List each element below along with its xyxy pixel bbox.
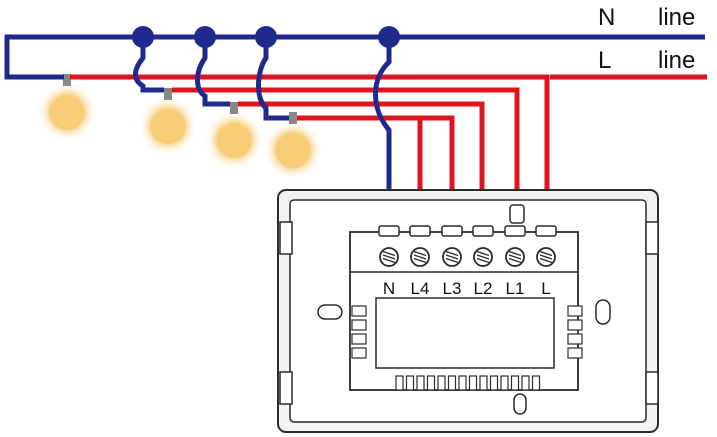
screw-thread [445, 254, 459, 260]
terminal-l: L [535, 225, 557, 298]
terminal-clamp [535, 225, 557, 237]
terminal-label: N [383, 279, 395, 298]
vent-slot [426, 375, 436, 391]
terminal-clamp [472, 225, 494, 237]
vent-slot [395, 375, 404, 391]
screw-thread [413, 254, 427, 260]
neutral-drop-bulb2 [133, 37, 164, 93]
live-wires [70, 74, 707, 228]
screw-thread [539, 257, 553, 264]
n-line-label: line [658, 4, 695, 31]
vent-slot [437, 375, 446, 391]
light-bulb-icon [204, 102, 264, 170]
vent-slot [489, 375, 499, 391]
screw-thread [508, 250, 522, 257]
screw-thread [445, 250, 459, 257]
terminal-label: L4 [411, 279, 430, 298]
screw-thread [382, 257, 396, 264]
l-label: L [598, 47, 611, 74]
vent-slot [405, 375, 415, 391]
junction-dot [194, 26, 216, 48]
neutral-drop-bulb4 [256, 37, 289, 121]
junctions [132, 26, 400, 48]
terminal-label: L2 [474, 279, 493, 298]
light-bulb-icon [37, 74, 97, 142]
screw-thread [445, 257, 459, 264]
screw-thread [413, 250, 427, 257]
terminal-clamp [441, 225, 463, 237]
screw-thread [382, 250, 396, 257]
live-wire-main [70, 74, 550, 228]
terminal-l3: L3 [441, 225, 463, 298]
n-label: N [598, 4, 615, 31]
screw-thread [508, 257, 522, 264]
vent-slot [458, 375, 467, 391]
neutral-drop-bulb1 [4, 35, 64, 80]
terminal-label: L3 [443, 279, 462, 298]
light-bulb-icon [263, 112, 323, 180]
screw-thread [539, 254, 553, 260]
switch-device [277, 189, 659, 433]
live-wire-bulb1 [172, 87, 520, 228]
terminal-clamp [504, 225, 526, 237]
junction-dot [132, 26, 154, 48]
junction-dot [255, 26, 277, 48]
vent-slot [531, 375, 541, 391]
live-wire-bulb2 [238, 101, 485, 228]
terminal-label: L1 [506, 279, 525, 298]
screw-thread [476, 254, 490, 260]
vent-slot [447, 375, 457, 391]
screw-thread [382, 254, 396, 260]
vent-slot [510, 375, 520, 391]
vent-slot [416, 375, 425, 391]
vent-slot [521, 375, 530, 391]
bulbs [37, 74, 323, 180]
terminal-clamp [378, 225, 400, 237]
screw-thread [476, 257, 490, 264]
vent-slot [479, 375, 488, 391]
neutral-drop-switch [373, 37, 392, 228]
neutral-drop-bulb3 [195, 37, 230, 107]
terminal-label: L [541, 279, 550, 298]
terminal-l4: L4 [409, 225, 431, 298]
terminal-clamp [409, 225, 431, 237]
l-line-label: line [658, 47, 695, 74]
screw-thread [413, 257, 427, 264]
screw-thread [476, 250, 490, 257]
terminal-l2: L2 [472, 225, 494, 298]
vent-slot [500, 375, 509, 391]
screw-thread [508, 254, 522, 260]
terminal-n: N [378, 225, 400, 298]
light-bulb-icon [138, 88, 198, 156]
terminal-l1: L1 [504, 225, 526, 298]
junction-dot [378, 26, 400, 48]
terminal-block: N L4 L3 L2 L1 L [378, 225, 557, 298]
neutral-wires [4, 34, 705, 228]
screw-thread [539, 250, 553, 257]
vent-slot [468, 375, 478, 391]
